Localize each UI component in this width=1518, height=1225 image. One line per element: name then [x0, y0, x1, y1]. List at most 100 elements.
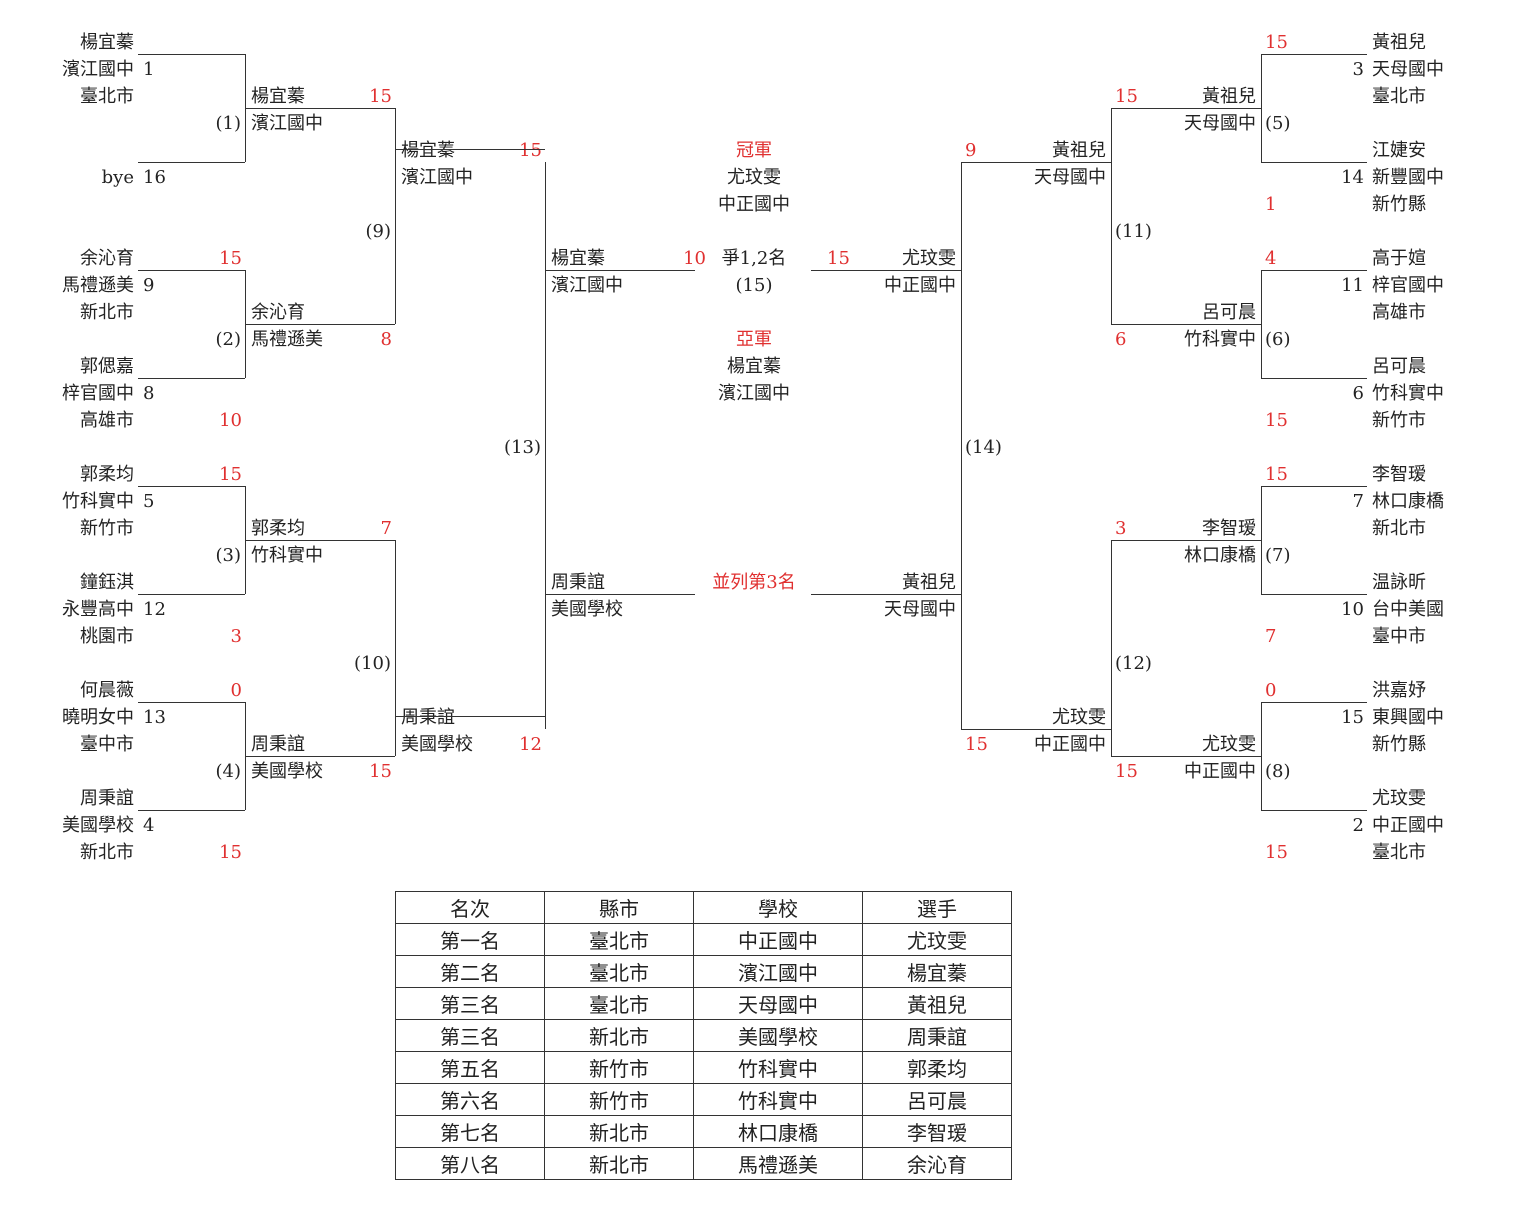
- player-cell: 黃祖兒: [862, 987, 1012, 1020]
- player-city: 新北市: [80, 842, 134, 863]
- player-name: 呂可晨: [1372, 356, 1426, 377]
- match-number: (11): [1115, 221, 1152, 242]
- rank-cell: 第六名: [395, 1083, 545, 1116]
- seed-number: 3: [1352, 59, 1364, 80]
- player-cell: 李智瑷: [862, 1115, 1012, 1148]
- player-school: 台中美國: [1372, 599, 1444, 620]
- match-score: 9: [965, 140, 977, 161]
- finalist-name: 尤玟雯: [902, 248, 956, 269]
- match-score: 15: [1265, 464, 1288, 485]
- bracket-line: [1111, 756, 1261, 757]
- match-score: 3: [230, 626, 242, 647]
- seed-number: 1: [143, 59, 155, 80]
- bracket-line: [138, 54, 245, 55]
- match-number: (9): [365, 221, 392, 242]
- winner-name: 呂可晨: [1202, 302, 1256, 323]
- player-cell: 余沁育: [862, 1147, 1012, 1180]
- match-number: (3): [215, 545, 242, 566]
- player-city: 臺中市: [1372, 626, 1426, 647]
- player-city: 新竹縣: [1372, 194, 1426, 215]
- winner-name: 李智瑷: [1202, 518, 1256, 539]
- champion-school: 中正國中: [718, 194, 790, 215]
- bracket-line: [1261, 702, 1262, 810]
- bracket-line: [545, 270, 695, 271]
- player-name: 郭柔均: [80, 464, 134, 485]
- match-score: 0: [230, 680, 242, 701]
- winner-school: 濱江國中: [401, 167, 473, 188]
- player-name: 何晨薇: [80, 680, 134, 701]
- bracket-line: [811, 594, 961, 595]
- match-score: 15: [1265, 410, 1288, 431]
- standings-row: 第五名新竹市竹科實中郭柔均: [395, 1051, 1012, 1084]
- winner-name: 周秉誼: [401, 707, 455, 728]
- finalist-school: 濱江國中: [551, 275, 623, 296]
- school-cell: 濱江國中: [693, 955, 863, 988]
- match-number: (4): [215, 761, 242, 782]
- header-player: 選手: [862, 891, 1012, 924]
- player-city: 新北市: [1372, 518, 1426, 539]
- rank-cell: 第三名: [395, 1019, 545, 1052]
- match-number: (7): [1265, 545, 1291, 566]
- player-name: 鐘鈺淇: [80, 572, 134, 593]
- match-number: (2): [215, 329, 242, 350]
- standings-header-row: 名次 縣市 學校 選手: [395, 891, 1012, 924]
- final-standings-table: 名次 縣市 學校 選手 第一名臺北市中正國中尤玟雯第二名臺北市濱江國中楊宜蓁第三…: [395, 891, 1012, 1180]
- winner-name: 郭柔均: [251, 518, 305, 539]
- player-school: 馬禮遜美: [62, 275, 134, 296]
- seed-number: 10: [1341, 599, 1364, 620]
- bracket-line: [245, 756, 395, 757]
- seed-number: 7: [1352, 491, 1364, 512]
- rank-cell: 第八名: [395, 1147, 545, 1180]
- match-score: 15: [369, 86, 392, 107]
- player-school: 梓官國中: [1372, 275, 1444, 296]
- bracket-line: [138, 486, 245, 487]
- player-school: 竹科實中: [1372, 383, 1444, 404]
- bracket-line: [245, 540, 395, 541]
- player-city: 臺北市: [1372, 86, 1426, 107]
- player-name: 尤玟雯: [1372, 788, 1426, 809]
- player-school: 竹科實中: [62, 491, 134, 512]
- winner-name: 尤玟雯: [1052, 707, 1106, 728]
- player-city: 高雄市: [80, 410, 134, 431]
- bracket-line: [1111, 540, 1112, 756]
- bracket-line: [811, 270, 961, 271]
- bracket-line: [395, 540, 396, 756]
- runnerup-name: 楊宜蓁: [727, 356, 781, 377]
- winner-name: 黃祖兒: [1202, 86, 1256, 107]
- match-score: 4: [1265, 248, 1277, 269]
- player-school: 天母國中: [1372, 59, 1444, 80]
- seed-number: 14: [1341, 167, 1364, 188]
- standings-row: 第七名新北市林口康橋李智瑷: [395, 1115, 1012, 1148]
- match-score: 15: [369, 761, 392, 782]
- bracket-line: [1111, 108, 1261, 109]
- bracket-line: [138, 162, 245, 163]
- seed-number: 8: [143, 383, 155, 404]
- match-number: (5): [1265, 113, 1291, 134]
- rank-cell: 第七名: [395, 1115, 545, 1148]
- header-school: 學校: [693, 891, 863, 924]
- match-score: 15: [1115, 86, 1138, 107]
- player-city: 桃園市: [80, 626, 134, 647]
- school-cell: 竹科實中: [693, 1083, 863, 1116]
- match-number: (8): [1265, 761, 1291, 782]
- player-cell: 楊宜蓁: [862, 955, 1012, 988]
- bracket-line: [545, 162, 546, 729]
- bracket-line: [138, 594, 245, 595]
- city-cell: 新竹市: [544, 1051, 694, 1084]
- winner-school: 天母國中: [1034, 167, 1106, 188]
- finalist-school: 中正國中: [884, 275, 956, 296]
- player-name: 高于媗: [1372, 248, 1426, 269]
- bracket-line: [961, 162, 1111, 163]
- match-score: 8: [380, 329, 392, 350]
- seed-number: 6: [1352, 383, 1364, 404]
- player-name: 郭偲嘉: [80, 356, 134, 377]
- city-cell: 新北市: [544, 1115, 694, 1148]
- player-school: 新豐國中: [1372, 167, 1444, 188]
- winner-school: 濱江國中: [251, 113, 323, 134]
- match-score: 15: [219, 842, 242, 863]
- bracket-line: [1261, 270, 1262, 378]
- player-school: 中正國中: [1372, 815, 1444, 836]
- bracket-line: [1261, 270, 1367, 271]
- player-school: 林口康橋: [1372, 491, 1444, 512]
- seed-number: 11: [1341, 275, 1364, 296]
